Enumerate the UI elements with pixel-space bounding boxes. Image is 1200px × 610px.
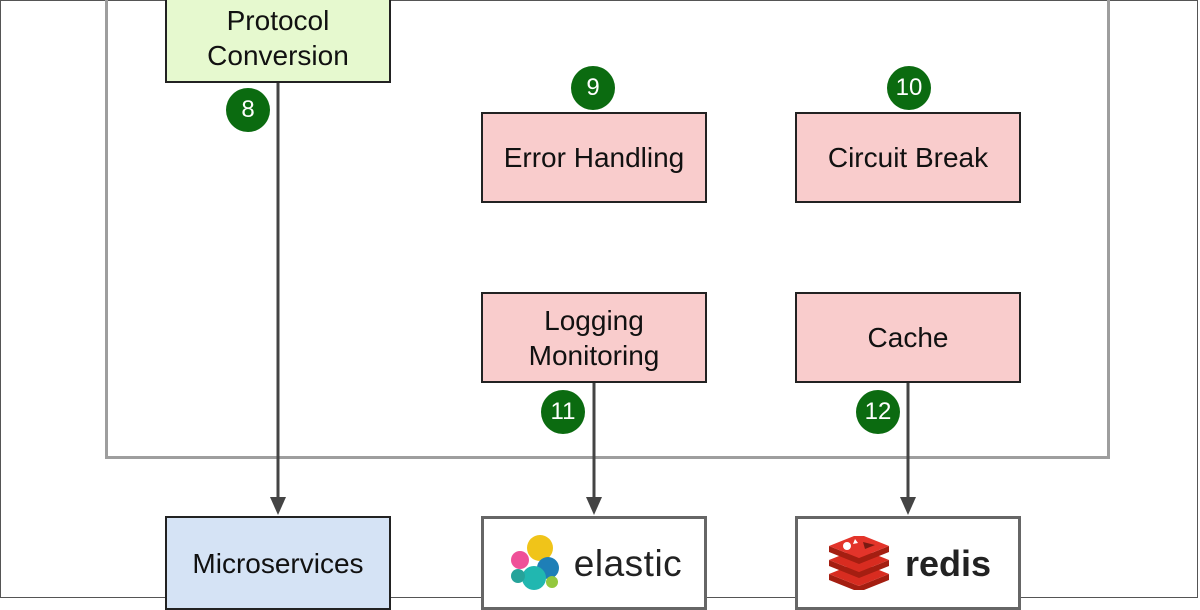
error-handling-box: Error Handling	[481, 112, 707, 203]
redis-box: redis	[795, 516, 1021, 610]
protocol-conversion-box: Protocol Conversion	[165, 0, 391, 83]
microservices-box: Microservices	[165, 516, 391, 610]
step-12-badge: 12	[856, 390, 900, 434]
arrow-logging-to-elastic	[586, 383, 602, 515]
error-handling-label: Error Handling	[503, 142, 685, 173]
logging-monitoring-label: Logging Monitoring	[528, 304, 660, 371]
redis-logo-icon	[828, 536, 889, 590]
step-11-number: 11	[550, 398, 576, 425]
arrow-cache-to-redis	[900, 383, 916, 515]
step-8-number: 8	[241, 96, 255, 123]
elastic-box: elastic	[481, 516, 707, 610]
microservices-label: Microservices	[192, 547, 364, 579]
step-12-number: 12	[864, 398, 892, 425]
step-9-badge: 9	[571, 66, 615, 110]
protocol-conversion-label: Protocol Conversion	[207, 4, 349, 71]
circuit-break-label: Circuit Break	[827, 142, 989, 173]
step-9-number: 9	[586, 74, 600, 101]
step-10-number: 10	[895, 74, 923, 101]
step-10-badge: 10	[887, 66, 931, 110]
redis-wordmark: redis	[904, 542, 992, 584]
logging-monitoring-box: Logging Monitoring	[481, 292, 707, 383]
elastic-wordmark: elastic	[573, 542, 683, 584]
step-11-badge: 11	[541, 390, 585, 434]
cache-label: Cache	[867, 322, 949, 353]
circuit-break-box: Circuit Break	[795, 112, 1021, 203]
cache-box: Cache	[795, 292, 1021, 383]
arrow-protocol-to-microservices	[270, 83, 286, 515]
elastic-logo-icon	[510, 535, 559, 590]
step-8-badge: 8	[226, 88, 270, 132]
api-gateway-container	[105, 0, 1110, 459]
